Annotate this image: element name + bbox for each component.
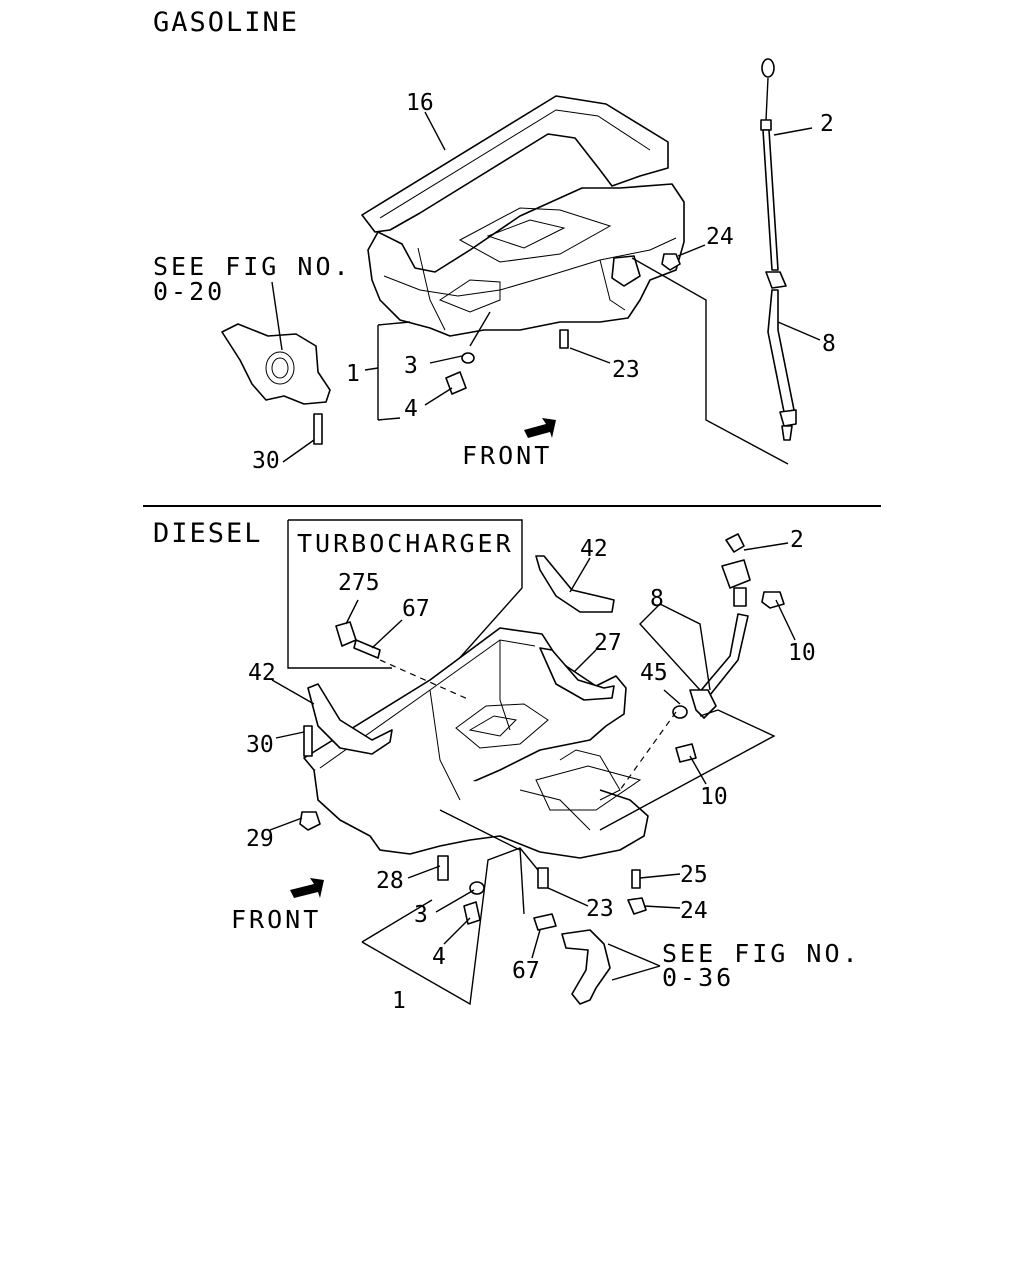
- dsl-callout-10-lower: 10: [700, 784, 728, 810]
- dsl-callout-23: 23: [586, 896, 614, 922]
- seal-27: [539, 647, 615, 701]
- washer-3: [461, 352, 475, 364]
- gasoline-oil-pan-gasket: [361, 95, 669, 233]
- washer-3: [469, 881, 485, 895]
- gas-callout-4: 4: [404, 396, 418, 422]
- dsl-callout-25: 25: [680, 862, 708, 888]
- dsl-callout-1: 1: [392, 988, 406, 1014]
- dsl-see-fig-number: 0-36: [662, 963, 734, 992]
- diesel-dipstick: [672, 533, 751, 719]
- diesel-heading: DIESEL: [153, 518, 263, 549]
- nut-29: [299, 811, 321, 831]
- bolt-23: [537, 867, 549, 889]
- dsl-callout-3: 3: [414, 902, 428, 928]
- dsl-front-label: FRONT: [231, 905, 321, 934]
- gas-front-arrow-icon: [524, 418, 556, 438]
- turbo-pin-67: [353, 639, 381, 659]
- dsl-callout-67: 67: [512, 958, 540, 984]
- dsl-callout-45: 45: [640, 660, 668, 686]
- bolt-10-upper: [761, 591, 785, 609]
- dsl-callout-30: 30: [246, 732, 274, 758]
- bolt-10-lower: [675, 743, 697, 763]
- gas-callout-2: 2: [820, 111, 834, 137]
- dsl-callout-10-upper: 10: [788, 640, 816, 666]
- dsl-callout-275: 275: [338, 570, 380, 596]
- dsl-callout-2: 2: [790, 527, 804, 553]
- gas-see-fig-number: 0-20: [153, 277, 225, 306]
- gas-callout-8: 8: [822, 331, 836, 357]
- stud-25: [631, 869, 641, 889]
- bolt-23: [559, 329, 569, 349]
- gasoline-heading: GASOLINE: [153, 7, 299, 38]
- gas-callout-30: 30: [252, 448, 280, 474]
- gasoline-seal-retainer: [221, 323, 331, 405]
- diesel-oil-pan: [303, 627, 649, 859]
- gas-callout-23: 23: [612, 357, 640, 383]
- dsl-callout-8: 8: [650, 586, 664, 612]
- dsl-front-arrow-icon: [290, 878, 324, 898]
- gas-callout-1: 1: [346, 361, 360, 387]
- gasoline-small-parts: [313, 253, 681, 445]
- o-ring-45: [672, 705, 688, 719]
- gasoline-section: GASOLINE: [153, 7, 836, 474]
- nut-24: [661, 253, 681, 271]
- seal-42-upper: [535, 555, 615, 613]
- dsl-callout-28: 28: [376, 868, 404, 894]
- gasoline-leaders: [271, 111, 821, 465]
- turbo-fitting-275: [335, 621, 357, 647]
- stud-30: [303, 725, 313, 757]
- diesel-section: DIESEL TURBOCHARGER: [153, 518, 861, 1014]
- turbocharger-label: TURBOCHARGER: [297, 529, 514, 558]
- dsl-callout-42-left: 42: [248, 660, 276, 686]
- gasoline-dipstick: [760, 58, 797, 441]
- seal-42-lower: [307, 683, 393, 755]
- nut-24: [627, 897, 647, 915]
- diesel-leaders: [269, 542, 796, 1006]
- turbocharger-box: [287, 519, 523, 681]
- pin-67: [533, 913, 557, 931]
- gas-callout-24: 24: [706, 224, 734, 250]
- bolt-28: [437, 855, 449, 881]
- oil-pipe: [561, 929, 611, 1005]
- dsl-callout-27: 27: [594, 630, 622, 656]
- gas-callout-16: 16: [406, 90, 434, 116]
- dsl-callout-4: 4: [432, 944, 446, 970]
- gas-front-label: FRONT: [462, 441, 552, 470]
- diesel-small-parts: [299, 725, 647, 1005]
- stud-30: [313, 413, 323, 445]
- bracket: [611, 255, 641, 287]
- dsl-callout-24: 24: [680, 898, 708, 924]
- dsl-see-fig-label: SEE FIG NO.: [662, 939, 861, 968]
- gas-see-fig-label: SEE FIG NO.: [153, 252, 352, 281]
- dsl-callout-42-top: 42: [580, 536, 608, 562]
- dsl-callout-29: 29: [246, 826, 274, 852]
- dsl-callout-67-turbo: 67: [402, 596, 430, 622]
- gas-callout-3: 3: [404, 353, 418, 379]
